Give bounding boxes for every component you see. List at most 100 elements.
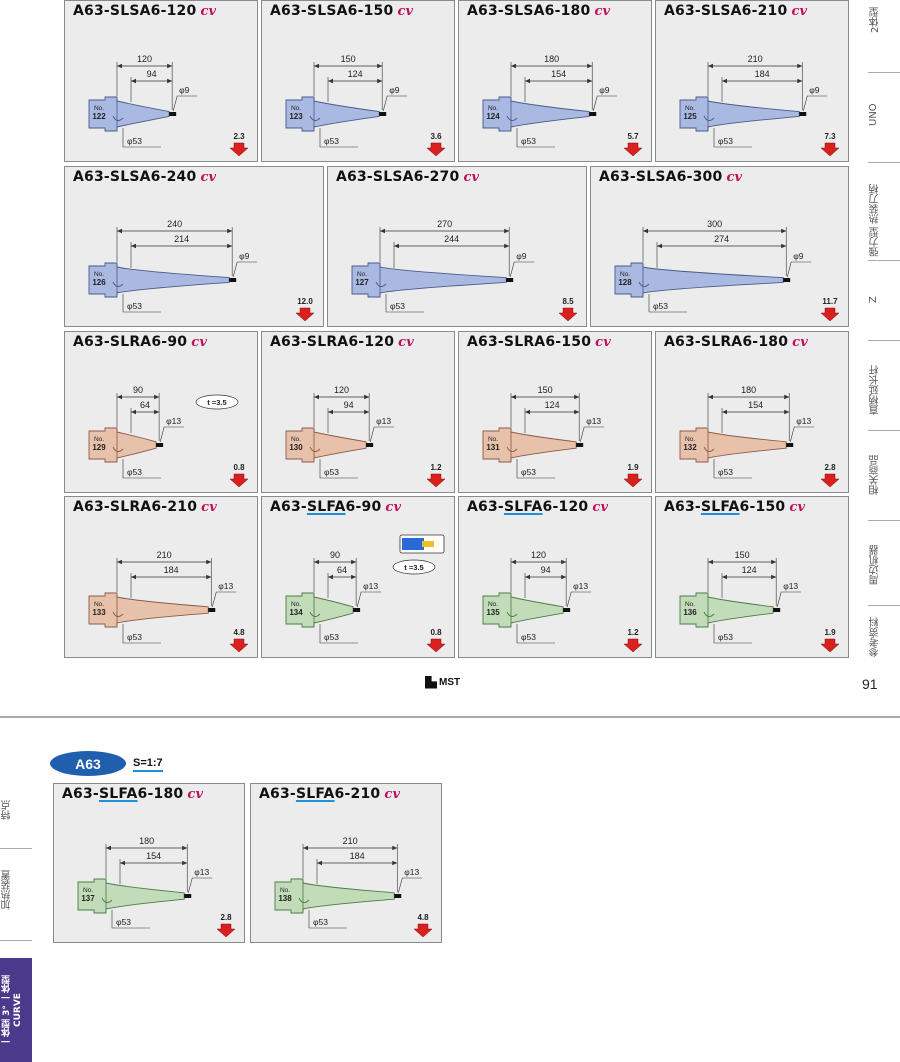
length-total: 240 bbox=[167, 219, 182, 229]
dim-arrow bbox=[117, 63, 122, 69]
tip-diameter: φ9 bbox=[793, 251, 804, 261]
length-reach: 94 bbox=[147, 69, 157, 79]
title-part: 150 bbox=[363, 3, 394, 19]
page-number: 91 bbox=[862, 676, 878, 692]
dim-arrow bbox=[511, 394, 516, 400]
cutter-tip bbox=[783, 278, 791, 282]
leader-line bbox=[122, 624, 161, 644]
cv-mark-icon: cv bbox=[187, 787, 204, 802]
flange-groove bbox=[112, 115, 124, 121]
title-part: A63- bbox=[259, 786, 296, 802]
right-tab-4[interactable]: 直柄延长杆 bbox=[870, 365, 881, 415]
length-total: 150 bbox=[341, 54, 356, 64]
leader-line bbox=[516, 459, 555, 479]
weight-arrow-icon bbox=[426, 473, 446, 488]
leader-line bbox=[308, 910, 347, 929]
no-label: No. bbox=[620, 271, 630, 278]
left-tab-2[interactable]: 一体型 3° 一体型 CURVE bbox=[0, 958, 32, 1062]
no-label: No. bbox=[685, 601, 695, 608]
tool-body bbox=[351, 262, 507, 298]
title-part: 210 bbox=[350, 786, 381, 802]
right-tab-2[interactable]: 强力型 热装刀柄 bbox=[870, 183, 881, 257]
tab-divider bbox=[868, 162, 900, 163]
leader-line bbox=[516, 128, 555, 148]
no-label: No. bbox=[488, 601, 498, 608]
dim-arrow bbox=[314, 63, 319, 69]
flange-diameter: φ53 bbox=[127, 632, 142, 642]
dim-arrow bbox=[525, 574, 530, 580]
cv-mark-icon: cv bbox=[200, 170, 217, 185]
weight-value: 0.8 bbox=[233, 463, 245, 472]
length-reach: 64 bbox=[140, 400, 150, 410]
no-label: No. bbox=[357, 271, 367, 278]
cv-mark-icon: cv bbox=[398, 335, 415, 350]
right-tab-5[interactable]: 相关商品 bbox=[870, 455, 881, 495]
dim-arrow bbox=[182, 860, 188, 866]
dim-arrow bbox=[587, 78, 593, 84]
logo-mark-icon bbox=[425, 675, 437, 689]
dim-arrow bbox=[117, 559, 122, 565]
flange-groove bbox=[112, 446, 124, 452]
left-tab-1[interactable]: 加热装置 bbox=[2, 870, 13, 910]
title-part: 150 bbox=[561, 334, 592, 350]
right-tab-0[interactable]: 2体型 bbox=[870, 6, 881, 34]
flange-diameter: φ53 bbox=[718, 467, 733, 477]
dim-arrow bbox=[351, 574, 357, 580]
weight-arrow-icon bbox=[229, 142, 249, 157]
no-value: 122 bbox=[92, 112, 106, 121]
title-part: 210 bbox=[757, 3, 788, 19]
dim-arrow bbox=[708, 394, 713, 400]
length-total: 300 bbox=[707, 219, 722, 229]
dim-arrow bbox=[117, 228, 122, 234]
right-tab-6[interactable]: 周边机器 bbox=[870, 545, 881, 585]
no-label: No. bbox=[291, 601, 301, 608]
left-tab-0[interactable]: 特点 bbox=[2, 800, 13, 820]
length-reach: 154 bbox=[748, 400, 763, 410]
dim-arrow bbox=[781, 228, 787, 234]
title-part: 180 bbox=[758, 334, 789, 350]
length-reach: 184 bbox=[755, 69, 770, 79]
cutter-tip bbox=[366, 443, 374, 447]
right-tab-7[interactable]: 参考资料 bbox=[870, 617, 881, 657]
title-part: SLFA bbox=[295, 786, 335, 802]
title-part: 6- bbox=[739, 499, 756, 515]
title-part: SLFA bbox=[306, 499, 346, 515]
weight-value: 4.8 bbox=[233, 628, 245, 637]
tip-diameter: φ13 bbox=[573, 581, 588, 591]
right-tab-1[interactable]: UNO bbox=[868, 103, 879, 127]
flange-groove bbox=[375, 281, 387, 287]
dim-arrow bbox=[206, 559, 212, 565]
length-total: 270 bbox=[437, 219, 452, 229]
title-part: A63-SLSA6- bbox=[73, 3, 167, 19]
right-tab-3[interactable]: Z bbox=[868, 296, 879, 304]
dim-arrow bbox=[120, 860, 125, 866]
weight-value: 1.2 bbox=[430, 463, 442, 472]
dim-arrow bbox=[561, 574, 567, 580]
dim-arrow bbox=[797, 63, 803, 69]
weight-arrow-icon bbox=[623, 142, 643, 157]
length-total: 120 bbox=[137, 54, 152, 64]
